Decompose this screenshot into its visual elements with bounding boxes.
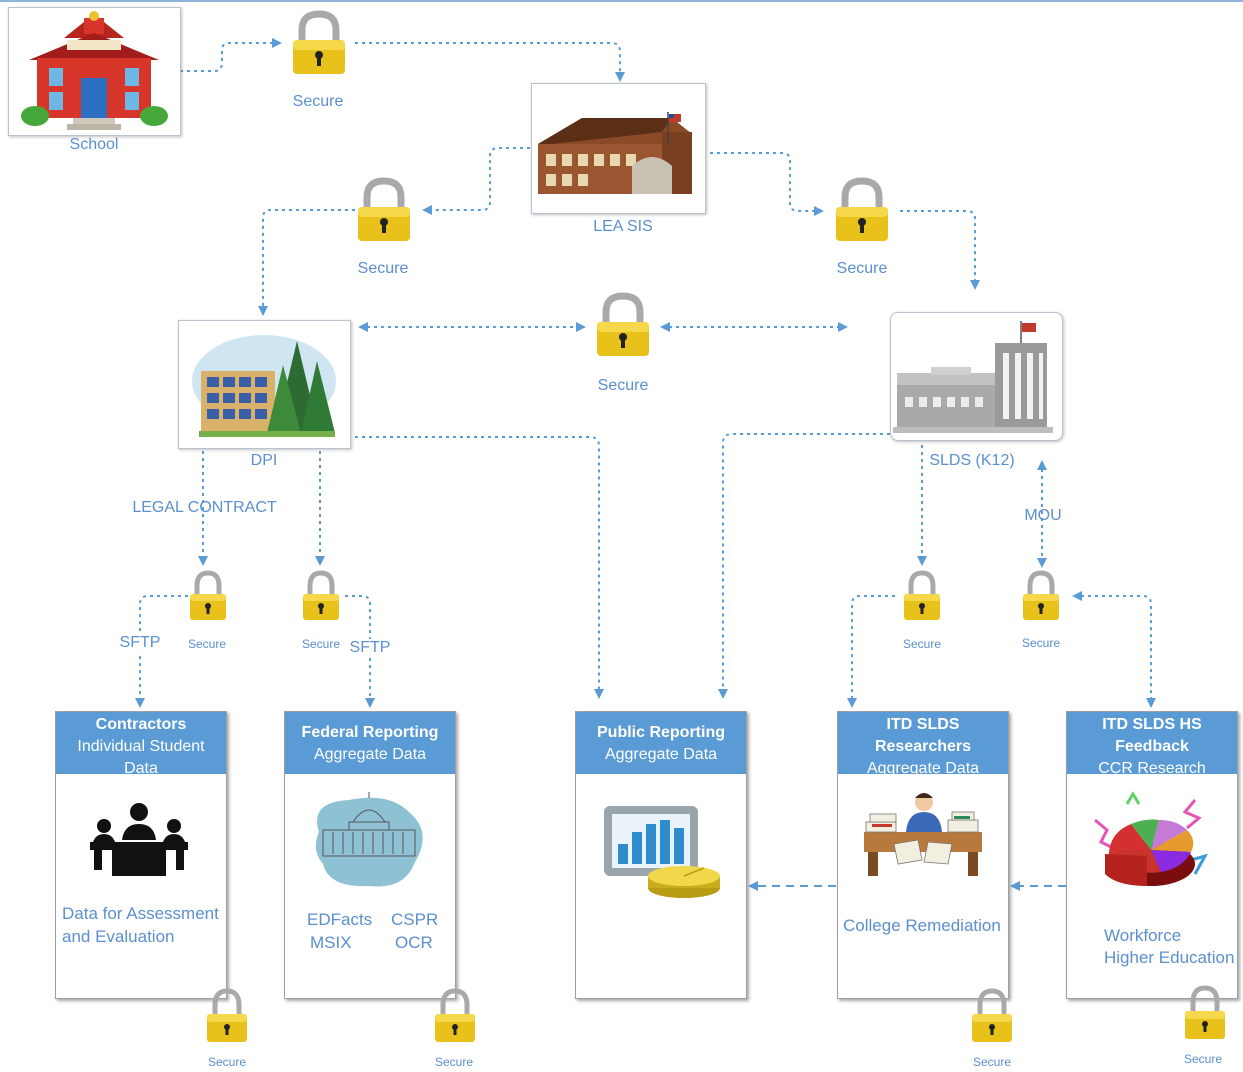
federal-sub1: Aggregate Data <box>313 746 427 763</box>
hs-sub1: CCR Research <box>1098 760 1206 777</box>
lock-icon <box>301 570 341 627</box>
sftp-label-left: SFTP <box>117 634 163 652</box>
itd-body1: College Remediation <box>843 916 1001 935</box>
hs-title2: Feedback <box>1115 738 1189 755</box>
lock-icon <box>970 988 1014 1049</box>
capitol-icon <box>315 792 423 887</box>
dpi-node[interactable] <box>178 320 351 449</box>
arrow-lea-lock-left <box>422 147 530 215</box>
itd-box[interactable]: ITD SLDS Researchers Aggregate Data Coll… <box>837 711 1009 999</box>
schoolhouse-icon <box>21 11 168 130</box>
federal-cspr: CSPR <box>391 910 439 929</box>
lock-icon <box>188 570 228 627</box>
public-box[interactable]: Public Reporting Aggregate Data <box>575 711 747 999</box>
top-rule <box>0 0 1243 2</box>
secure-label-left: Secure <box>357 260 409 277</box>
dpi-label: DPI <box>250 452 278 469</box>
lea-label: LEA SIS <box>593 218 653 235</box>
secure-label-contractors: Secure <box>207 1055 247 1069</box>
contractors-box[interactable]: Contractors Individual Student Data Data… <box>55 711 227 999</box>
arrow-school-lock <box>180 38 282 72</box>
contractors-sub1: Individual Student <box>77 738 205 755</box>
monitor-chart-icon <box>604 806 720 898</box>
lock-icon <box>355 177 413 248</box>
slds-label: SLDS (K12) <box>929 452 1015 469</box>
itd-title2: Researchers <box>874 738 972 755</box>
arrow-slds-public <box>718 433 890 699</box>
arrow-lock-dpi <box>258 209 355 316</box>
lock-icon <box>833 177 891 248</box>
hs-box[interactable]: ITD SLDS HS Feedback CCR Research Workfo… <box>1066 711 1238 999</box>
arrow-lock-lea <box>355 42 625 82</box>
contractors-body2: and Evaluation <box>62 927 175 946</box>
hs-body1: Workforce <box>1104 926 1182 945</box>
federal-ocr: OCR <box>395 933 433 952</box>
school-node[interactable] <box>8 7 181 136</box>
arrow-lea-lock-right <box>710 152 824 216</box>
secure-label-hs-box: Secure <box>1183 1052 1223 1066</box>
hs-header: ITD SLDS HS Feedback CCR Research <box>1067 712 1237 777</box>
lea-node[interactable] <box>531 83 706 214</box>
school-label: School <box>69 136 119 153</box>
secure-label-mou: Secure <box>1021 636 1061 650</box>
pie-chart-icon <box>1094 791 1209 886</box>
secure-label-federal: Secure <box>301 637 341 651</box>
secure-label-itd-box: Secure <box>972 1055 1012 1069</box>
contractors-header: Contractors Individual Student Data <box>56 712 226 777</box>
itd-header: ITD SLDS Researchers Aggregate Data <box>838 712 1008 777</box>
hs-title1: ITD SLDS HS <box>1102 716 1202 733</box>
meeting-icon <box>90 803 188 876</box>
lock-icon <box>290 10 348 81</box>
lock-icon <box>1183 985 1227 1046</box>
public-sub1: Aggregate Data <box>604 746 718 763</box>
itd-title1: ITD SLDS <box>886 716 960 733</box>
arrow-lock-hs <box>1072 591 1156 708</box>
federal-edfacts: EDFacts <box>307 910 373 929</box>
public-title: Public Reporting <box>597 724 725 741</box>
contractors-title: Contractors <box>95 716 187 733</box>
federal-box[interactable]: Federal Reporting Aggregate Data EDFacts… <box>284 711 456 999</box>
slds-node[interactable] <box>890 312 1063 441</box>
contractors-sub2: Data <box>124 760 158 777</box>
secure-label-right: Secure <box>836 260 888 277</box>
arrow-lock-federal-box <box>345 595 375 708</box>
office-building-icon <box>192 335 336 437</box>
hs-body2: Higher Education <box>1104 948 1235 967</box>
arrow-lock-slds <box>900 210 980 290</box>
secure-label-contract: Secure <box>187 637 227 651</box>
researcher-icon <box>864 793 982 876</box>
public-header: Public Reporting Aggregate Data <box>576 712 746 774</box>
federal-title: Federal Reporting <box>301 724 439 741</box>
state-building-icon <box>893 321 1053 433</box>
sftp-label-right: SFTP <box>347 639 393 657</box>
legal-contract-label: LEGAL CONTRACT <box>132 499 277 516</box>
lock-icon <box>433 988 477 1049</box>
lock-icon <box>902 570 942 627</box>
federal-header: Federal Reporting Aggregate Data <box>285 712 455 774</box>
itd-sub1: Aggregate Data <box>866 760 980 777</box>
secure-label-federal-box: Secure <box>434 1055 474 1069</box>
secure-label-mid: Secure <box>597 377 649 394</box>
lock-icon <box>205 988 249 1049</box>
mou-label: MOU <box>1024 507 1062 524</box>
secure-label-top: Secure <box>292 93 344 110</box>
secure-label-itd: Secure <box>902 637 942 651</box>
lock-icon <box>594 292 652 363</box>
contractors-body1: Data for Assessment <box>62 904 219 923</box>
arrow-lock-itd <box>847 595 895 708</box>
lock-icon <box>1021 570 1061 627</box>
district-building-icon <box>538 112 692 194</box>
arrow-dpi-public <box>355 436 604 699</box>
federal-msix: MSIX <box>310 933 352 952</box>
